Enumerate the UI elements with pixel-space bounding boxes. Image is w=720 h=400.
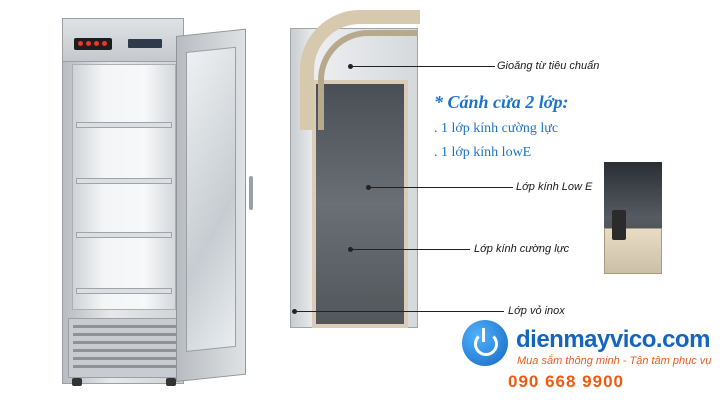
shelf [76, 288, 172, 294]
tempered-glass-label: Lớp kính cường lực [474, 243, 570, 255]
door-spec-item: . 1 lớp kính cường lực [434, 121, 559, 136]
gasket-inner [318, 30, 418, 130]
leader-line [350, 249, 470, 250]
door-spec-item: . 1 lớp kính lowE [434, 145, 532, 160]
door-spec-heading: * Cánh cửa 2 lớp: [434, 92, 569, 112]
wheel [166, 378, 176, 386]
low-e-label: Lớp kính Low E [516, 181, 593, 193]
control-display [74, 38, 112, 50]
fridge-brand-plate [128, 39, 162, 48]
shelf [76, 232, 172, 238]
gasket-label: Gioăng từ tiêu chuẩn [497, 60, 600, 72]
wheel [72, 378, 82, 386]
shelf [76, 178, 172, 184]
brand-slogan: Mua sắm thông minh - Tận tâm phục vụ [517, 355, 712, 367]
inox-layer-label: Lớp vỏ inox [508, 305, 565, 317]
shelf [76, 122, 172, 128]
leader-line [294, 311, 504, 312]
bottom-vent [68, 318, 180, 378]
brand-name: dienmayvico.com [516, 326, 710, 353]
power-bar [482, 328, 485, 342]
leader-line [350, 66, 495, 67]
leader-line [368, 187, 513, 188]
hotline: 090 668 9900 [508, 372, 624, 391]
power-ring [474, 332, 498, 356]
fridge-interior [72, 64, 176, 310]
door-glass [186, 46, 236, 353]
door-handle [249, 176, 253, 210]
inset-clip [612, 210, 626, 240]
